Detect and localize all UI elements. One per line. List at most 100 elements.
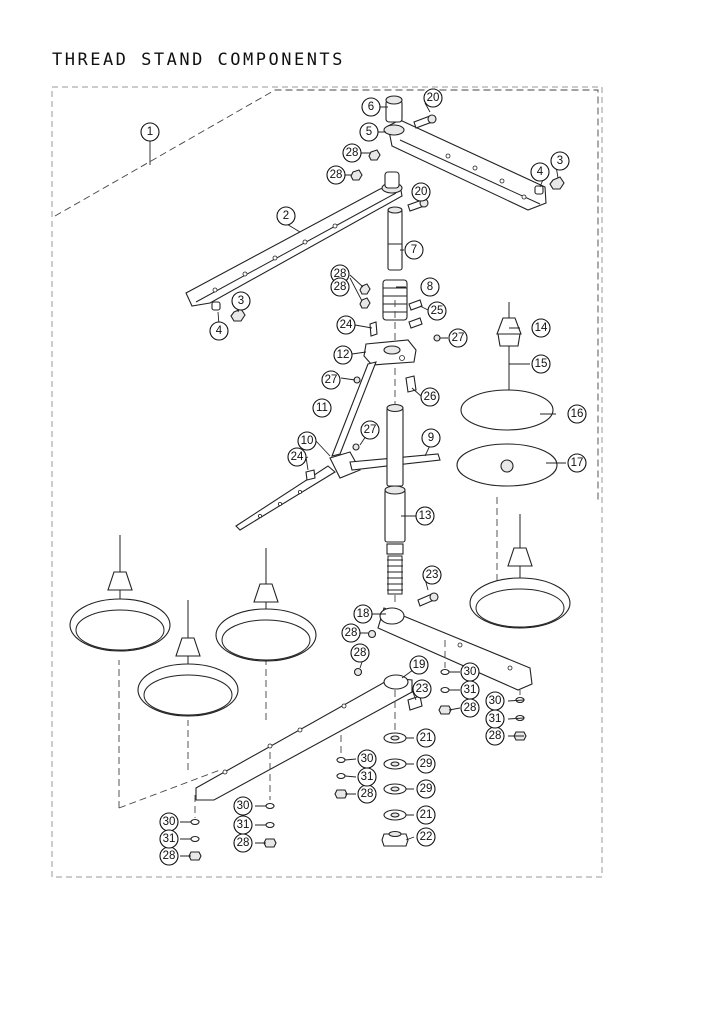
callout: 13	[415, 506, 435, 526]
callout: 31	[233, 815, 253, 835]
callout: 20	[423, 88, 443, 108]
callout: 4	[530, 162, 550, 182]
callout-number: 28	[346, 147, 359, 159]
callout: 20	[411, 182, 431, 202]
callout: 28	[485, 726, 505, 746]
callout-number: 22	[420, 831, 433, 843]
pole-13	[384, 403, 406, 595]
callout: 16	[567, 404, 587, 424]
page-title: THREAD STAND COMPONENTS	[52, 50, 345, 70]
callout: 12	[333, 345, 353, 365]
callout-number: 26	[424, 391, 437, 403]
callout: 8	[420, 277, 440, 297]
callout: 24	[287, 447, 307, 467]
callout-number: 29	[420, 758, 433, 770]
callout-number: 30	[464, 666, 477, 678]
callout: 7	[404, 240, 424, 260]
callout-number: 17	[571, 457, 584, 469]
callout-number: 15	[535, 358, 548, 370]
nut-28	[350, 169, 363, 181]
callout-number: 10	[301, 435, 314, 447]
diagram-frame	[51, 86, 603, 878]
callout-number: 5	[366, 126, 372, 138]
callout-number: 27	[364, 424, 377, 436]
callout-number: 23	[426, 569, 439, 581]
spool-stand-top	[456, 302, 558, 487]
callout-number: 31	[489, 713, 502, 725]
callout-number: 11	[316, 402, 328, 414]
callout: 27	[448, 328, 468, 348]
callout: 28	[159, 846, 179, 866]
callout-number: 13	[419, 510, 432, 522]
callout: 3	[550, 151, 570, 171]
callout: 31	[357, 767, 377, 787]
callout: 19	[409, 655, 429, 675]
callout: 27	[360, 420, 380, 440]
callout: 23	[412, 679, 432, 699]
callout: 22	[416, 827, 436, 847]
callout: 3	[231, 291, 251, 311]
callout: 10	[297, 431, 317, 451]
callout-number: 18	[357, 608, 370, 620]
callout-number: 28	[334, 281, 347, 293]
callout-number: 1	[147, 126, 153, 138]
callout: 15	[531, 354, 551, 374]
callout-number: 24	[340, 319, 353, 331]
top-arm	[383, 95, 565, 211]
callout-number: 30	[163, 816, 176, 828]
callout-number: 3	[557, 155, 563, 167]
callout: 6	[361, 97, 381, 117]
spool-left-3	[215, 548, 317, 662]
callout-number: 2	[283, 210, 289, 222]
callout-number: 23	[416, 683, 429, 695]
callout-number: 30	[361, 753, 374, 765]
callout: 30	[485, 691, 505, 711]
callout-number: 27	[325, 374, 338, 386]
callout-number: 30	[237, 800, 250, 812]
callout: 5	[359, 122, 379, 142]
callout-number: 28	[237, 837, 250, 849]
callout-number: 30	[489, 695, 502, 707]
callout: 28	[326, 165, 346, 185]
callout: 25	[427, 301, 447, 321]
callout: 30	[159, 812, 179, 832]
callout: 9	[421, 428, 441, 448]
callout-number: 3	[238, 295, 244, 307]
callout: 2	[276, 206, 296, 226]
callout: 18	[353, 604, 373, 624]
callout: 28	[341, 623, 361, 643]
callout-number: 28	[464, 702, 477, 714]
callout-number: 12	[337, 349, 350, 361]
callout: 31	[485, 709, 505, 729]
callout-number: 31	[237, 819, 250, 831]
callout: 28	[342, 143, 362, 163]
callout-number: 20	[427, 92, 440, 104]
strut-11	[331, 361, 377, 457]
callout: 31	[159, 829, 179, 849]
callout-number: 28	[334, 268, 347, 280]
washer-stacks	[188, 668, 527, 861]
callout-number: 6	[368, 101, 374, 113]
callout-number: 28	[354, 647, 367, 659]
callout-number: 31	[361, 771, 374, 783]
callout: 26	[420, 387, 440, 407]
callout: 29	[416, 754, 436, 774]
callout: 1	[140, 122, 160, 142]
callout: 11	[312, 398, 332, 418]
callout-number: 21	[420, 732, 433, 744]
callout-number: 28	[163, 850, 176, 862]
left-arm	[185, 171, 429, 322]
callout: 28	[460, 698, 480, 718]
callout: 30	[460, 662, 480, 682]
callout-number: 29	[420, 783, 433, 795]
callout-number: 28	[361, 788, 374, 800]
clamp-8	[359, 279, 423, 329]
callout: 28	[330, 277, 350, 297]
callout: 14	[531, 318, 551, 338]
callout-labels: 1 2 3 3 4 4 5 6 7 8 9 10 11 12 13 14 15 …	[140, 88, 587, 866]
callout: 24	[336, 315, 356, 335]
callout-number: 4	[537, 166, 544, 178]
callout-number: 28	[330, 169, 343, 181]
callout-number: 8	[427, 281, 433, 293]
